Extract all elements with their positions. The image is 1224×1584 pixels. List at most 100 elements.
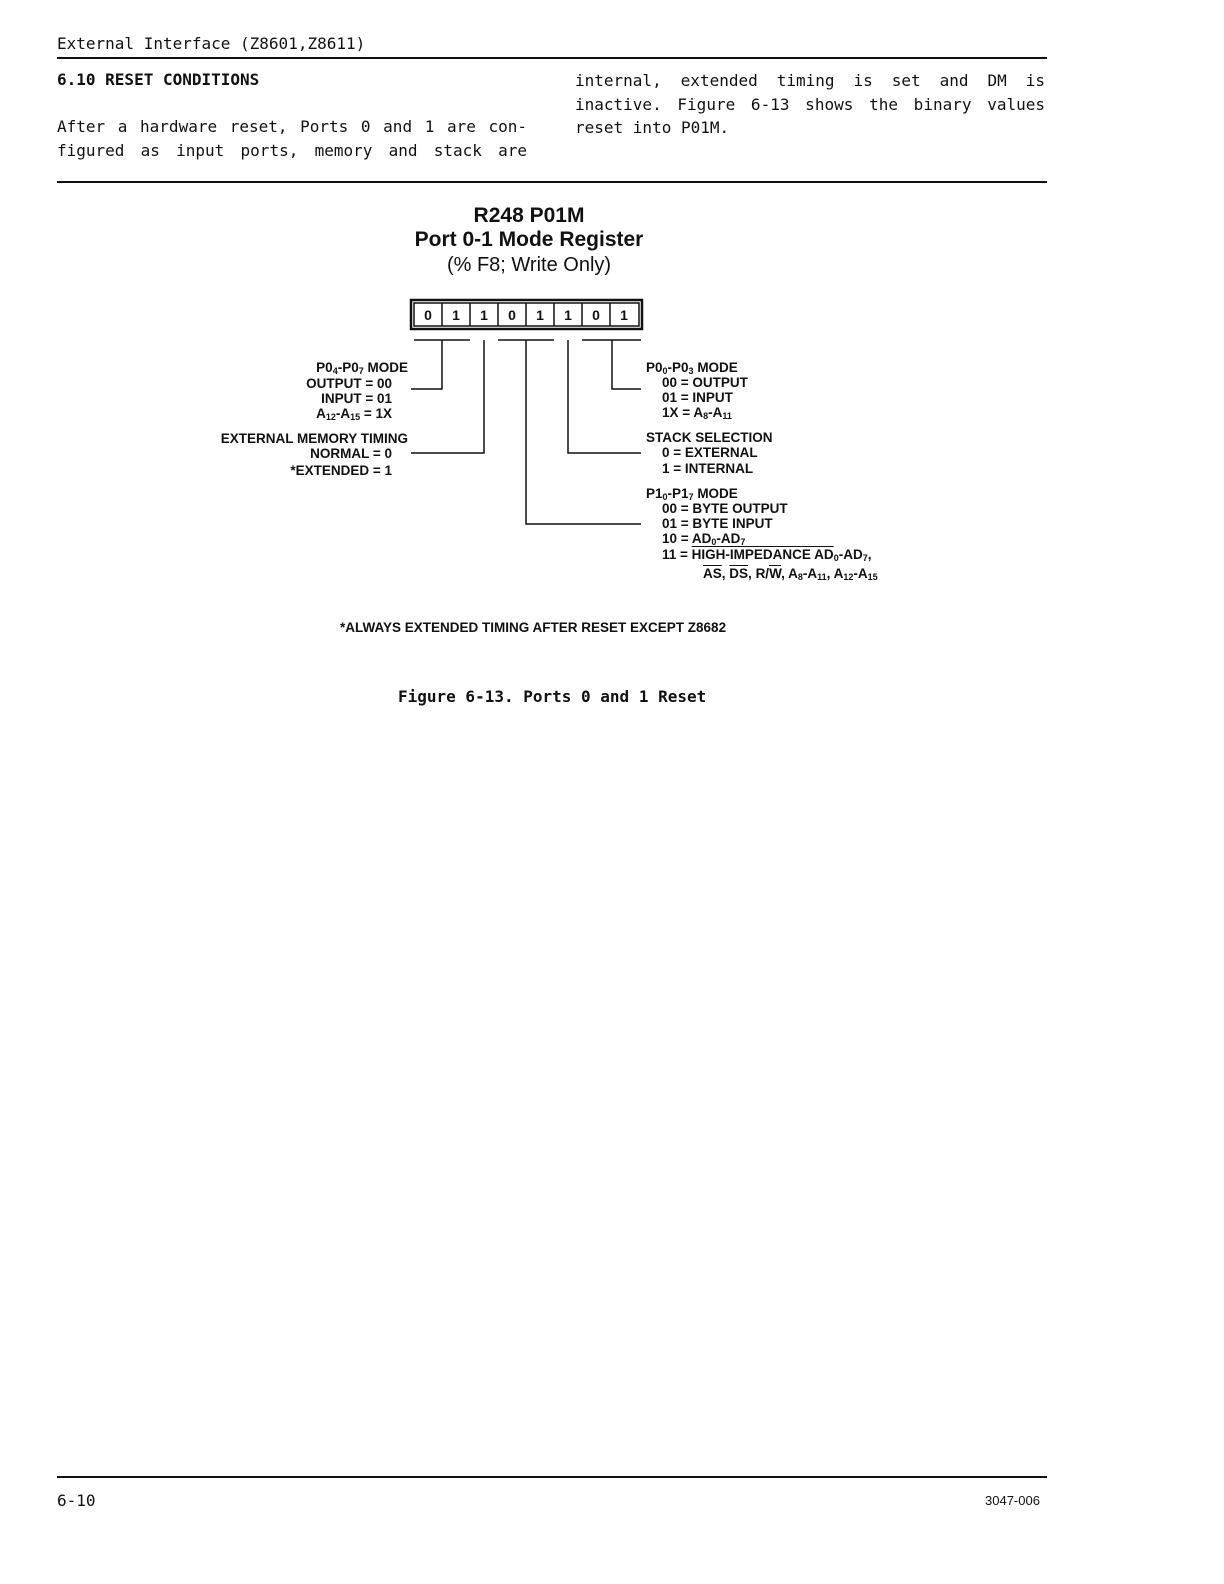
running-header: External Interface (Z8601,Z8611) — [57, 34, 366, 53]
connector-p04-p07 — [411, 339, 470, 390]
label-p04-address: A12-A15 = 1X — [316, 406, 392, 422]
label-p10-p17-mode: P10-P17 MODE — [646, 486, 738, 502]
label-p04-output: OUTPUT = 00 — [306, 376, 392, 391]
subscript: 3 — [688, 366, 694, 376]
label-text: = 1X — [360, 406, 392, 421]
label-stack-selection: STACK SELECTION — [646, 430, 773, 445]
label-p04-input: INPUT = 01 — [321, 391, 392, 406]
label-p00-p03-mode: P00-P03 MODE — [646, 360, 738, 376]
label-text: 1X = A — [662, 405, 704, 420]
subscript: 0 — [662, 492, 668, 502]
label-text: -P1 — [667, 486, 689, 501]
label-text: MODE — [693, 360, 738, 375]
text-line: internal, extended timing is set and DM … — [575, 71, 1045, 90]
label-timing-extended: *EXTENDED = 1 — [290, 463, 392, 478]
subscript: 11 — [817, 572, 827, 582]
bit-value: 1 — [480, 307, 488, 323]
label-text: R/ — [755, 566, 770, 581]
connector-stack — [567, 340, 641, 454]
bit-value: 1 — [536, 307, 544, 323]
label-p10-signals: AS, DS, R/W, A8-A11, A12-A15 — [703, 566, 878, 582]
subscript: 12 — [843, 572, 854, 582]
bit-value: 0 — [424, 307, 432, 323]
label-text: P0 — [316, 360, 333, 375]
label-text: , — [867, 547, 872, 562]
label-p10-high-impedance: 11 = HIGH-IMPEDANCE AD0-AD7, — [662, 547, 871, 563]
figure-caption: Figure 6-13. Ports 0 and 1 Reset — [398, 687, 707, 706]
label-text: 10 = AD — [662, 531, 712, 546]
label-stack-external: 0 = EXTERNAL — [662, 445, 758, 460]
label-text: P0 — [646, 360, 663, 375]
label-text: -A — [708, 405, 723, 420]
label-p04-p07-mode: P04-P07 MODE — [316, 360, 408, 376]
label-text: A — [833, 566, 844, 581]
subscript: 7 — [862, 553, 868, 563]
subscript: 7 — [688, 492, 694, 502]
subscript: 0 — [711, 537, 717, 547]
connector-p00-p03 — [582, 339, 641, 390]
label-text: MODE — [363, 360, 408, 375]
footer-rule — [57, 1476, 1047, 1478]
label-text: P1 — [646, 486, 663, 501]
subscript: 15 — [867, 572, 878, 582]
left-column-text: After a hardware reset, Ports 0 and 1 ar… — [57, 115, 527, 162]
subscript: 8 — [703, 411, 709, 421]
label-text: DS — [729, 566, 749, 581]
subscript: 12 — [325, 412, 336, 422]
label-text: -P0 — [667, 360, 689, 375]
figure-address: (% F8; Write Only) — [446, 254, 612, 276]
label-p00-input: 01 = INPUT — [662, 390, 733, 405]
label-text: -A — [802, 566, 818, 581]
label-stack-internal: 1 = INTERNAL — [662, 461, 754, 476]
subscript: 0 — [662, 366, 668, 376]
label-text: -P0 — [337, 360, 359, 375]
text-line: inactive. Figure 6-13 shows the binary v… — [575, 94, 1045, 114]
label-text: -A — [335, 406, 351, 421]
page-number: 6-10 — [57, 1491, 96, 1510]
connector-ext-timing — [411, 340, 485, 454]
label-p00-address: 1X = A8-A11 — [662, 405, 732, 421]
bit-value: 1 — [620, 307, 628, 323]
subscript: 4 — [332, 366, 338, 376]
figure-subtitle: Port 0-1 Mode Register — [414, 228, 644, 251]
bit-value: 1 — [452, 307, 460, 323]
right-column-text: internal, extended timing is set and DM … — [575, 69, 1045, 140]
label-p00-output: 00 = OUTPUT — [662, 375, 748, 390]
subscript: 7 — [358, 366, 364, 376]
connector-p10-p17 — [498, 339, 641, 525]
subscript: 0 — [833, 553, 839, 563]
subscript: 15 — [350, 412, 361, 422]
label-text: MODE — [693, 486, 738, 501]
label-text: A — [788, 566, 798, 581]
label-text: , — [781, 566, 789, 581]
bit-value: 1 — [564, 307, 572, 323]
label-ext-timing: EXTERNAL MEMORY TIMING — [220, 431, 408, 446]
text-line: After a hardware reset, Ports 0 and 1 ar… — [57, 117, 527, 136]
register-diagram: 0 1 1 0 1 1 0 1 — [409, 298, 644, 525]
text-line: reset into P01M. — [575, 118, 730, 137]
label-text: , — [748, 566, 756, 581]
section-heading: 6.10 RESET CONDITIONS — [57, 70, 260, 89]
label-p10-address-data: 10 = AD0-AD7 — [662, 531, 745, 547]
subscript: 11 — [722, 411, 732, 421]
text-line: figured as input ports, memory and stack… — [57, 140, 527, 160]
label-timing-normal: NORMAL = 0 — [310, 446, 392, 461]
label-text: -AD — [838, 547, 863, 562]
label-text: -AD — [716, 531, 741, 546]
subscript: 8 — [797, 572, 803, 582]
label-text: A — [316, 406, 326, 421]
label-text: AS — [703, 566, 722, 581]
label-p10-byte-output: 00 = BYTE OUTPUT — [662, 501, 788, 516]
label-text: -A — [853, 566, 868, 581]
header-rule — [57, 57, 1047, 59]
label-p10-byte-input: 01 = BYTE INPUT — [662, 516, 773, 531]
label-text: , — [826, 566, 834, 581]
figure-title: R248 P01M — [473, 204, 585, 227]
subscript: 7 — [740, 537, 746, 547]
document-code: 3047-006 — [985, 1493, 1040, 1508]
label-text: , — [721, 566, 730, 581]
section-rule — [57, 181, 1047, 183]
bit-value: 0 — [592, 307, 600, 323]
figure-footnote: *ALWAYS EXTENDED TIMING AFTER RESET EXCE… — [340, 620, 727, 635]
bit-value: 0 — [508, 307, 516, 323]
